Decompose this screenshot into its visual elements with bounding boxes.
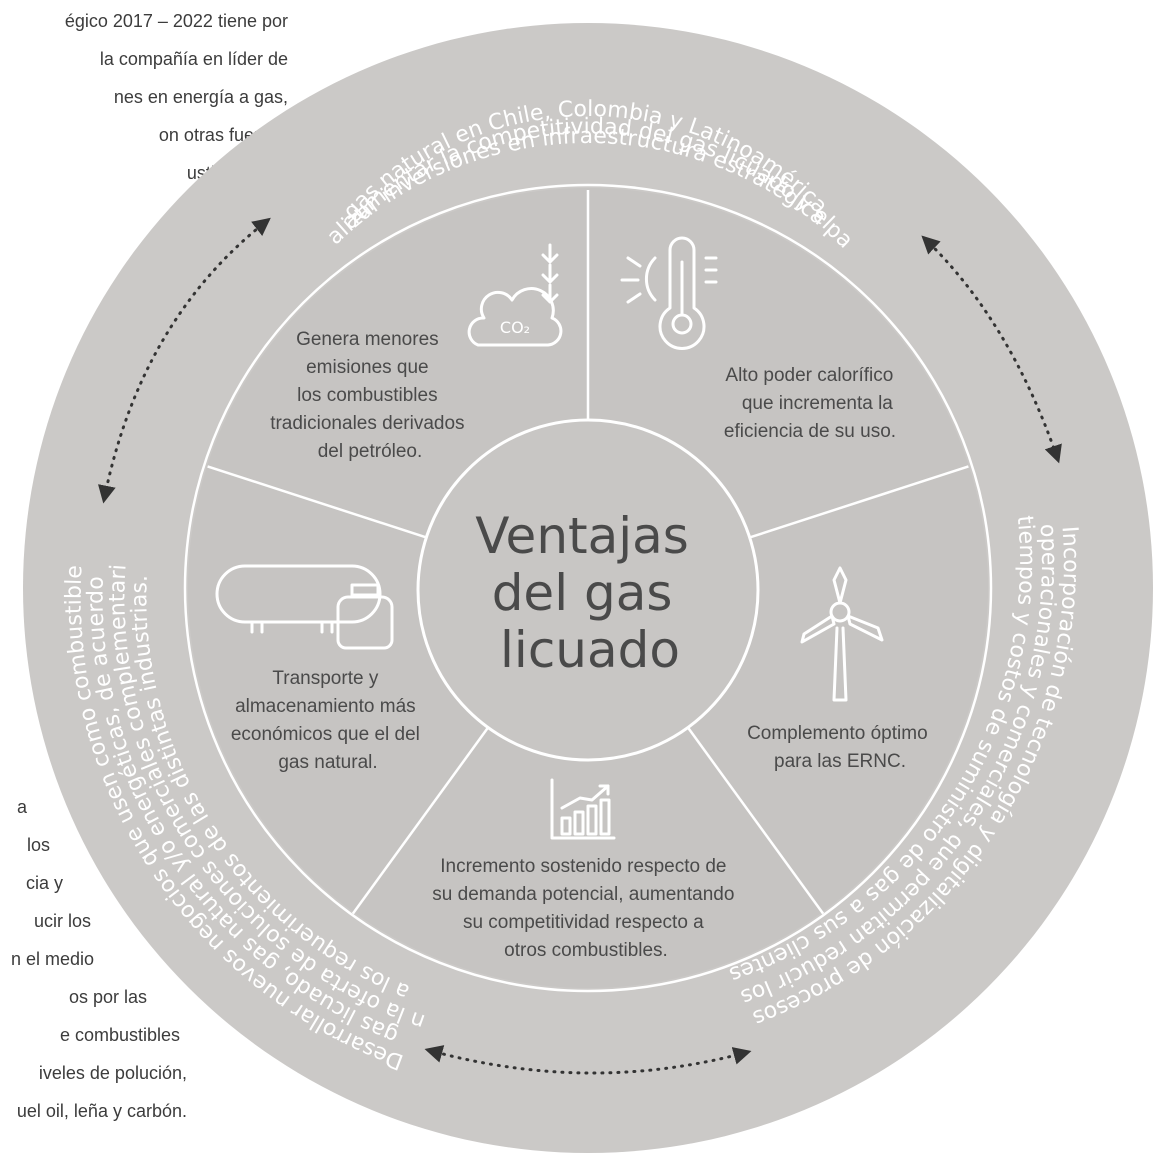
wind-turbine-icon <box>800 566 884 702</box>
background-text-line: nes en energía a gas, <box>113 87 288 107</box>
segment-demand-line: Incremento sostenido respecto de <box>440 856 726 877</box>
background-text-line: n el medio <box>10 949 94 969</box>
segment-demand-text: Incremento sostenido respecto de su dema… <box>432 856 739 961</box>
segment-transport-text: Transporte y almacenamiento más económic… <box>231 668 425 773</box>
center-circle <box>416 418 760 762</box>
center-title-line-2: del gas <box>492 564 673 622</box>
segment-divider-line <box>749 465 969 539</box>
segment-emissions-line: emisiones que <box>306 357 429 378</box>
center-title-line-1: Ventajas <box>475 507 689 565</box>
background-text-line: égico 2017 – 2022 tiene por <box>64 11 288 31</box>
segment-demand-line: su demanda potencial, aumentando <box>432 884 734 905</box>
segment-transport: Transporte y almacenamiento más económic… <box>215 564 425 773</box>
segment-emissions-line: Genera menores <box>296 329 439 350</box>
segment-demand-line: su competitividad respecto a <box>463 912 704 933</box>
segment-wind-line: para las ERNC. <box>774 751 906 772</box>
segment-heat-line: eficiencia de su uso. <box>724 421 896 442</box>
center-title: Ventajas del gas licuado <box>475 507 705 679</box>
segment-wind-line: Complemento óptimo <box>747 723 928 744</box>
segment-heat-line: Alto poder calorífico <box>725 365 893 386</box>
segment-divider-line <box>686 726 825 915</box>
background-text-line: cia y <box>25 873 63 893</box>
background-text-line: a <box>16 797 27 817</box>
segment-heat: Alto poder calorífico que incrementa la … <box>620 236 899 442</box>
segment-divider-line <box>351 726 490 915</box>
background-text-line: uel oil, leña y carbón. <box>16 1101 187 1121</box>
background-text-line: ucir los <box>33 911 91 931</box>
segment-transport-line: almacenamiento más <box>235 696 416 717</box>
segment-demand-line: otros combustibles. <box>504 940 668 961</box>
segment-emissions-line: los combustibles <box>297 385 437 406</box>
dotted-arrow-right <box>921 235 1062 464</box>
segment-demand: Incremento sostenido respecto de su dema… <box>432 778 739 961</box>
segment-emissions-line: del petróleo. <box>318 441 423 462</box>
background-text-line: la compañía en líder de <box>99 49 288 69</box>
segment-heat-line: que incrementa la <box>742 393 893 414</box>
co2-cloud-icon: CO₂ <box>467 243 563 347</box>
segment-emissions-text: Genera menores emisiones que los combust… <box>270 329 470 462</box>
center-title-line-3: licuado <box>500 621 680 679</box>
segment-emissions: Genera menores emisiones que los combust… <box>270 243 563 462</box>
dotted-arrow-bottom <box>424 1045 752 1075</box>
background-text-line: os por las <box>68 987 147 1007</box>
thermometer-icon <box>620 236 718 350</box>
bar-chart-growth-icon <box>550 778 616 840</box>
outer-ring-inner-border <box>183 183 993 993</box>
svg-text:CO₂: CO₂ <box>500 318 530 337</box>
background-text-line: iveles de polución, <box>38 1063 187 1083</box>
segment-emissions-line: tradicionales derivados <box>270 413 464 434</box>
dotted-arrow-left <box>98 217 271 504</box>
background-text-line: e combustibles <box>59 1025 180 1045</box>
segment-wind-text: Complemento óptimo para las ERNC. <box>747 723 933 772</box>
segment-transport-line: gas natural. <box>278 752 377 773</box>
gas-tank-cylinder-icon <box>215 564 394 650</box>
segment-transport-line: económicos que el del <box>231 724 420 745</box>
segment-wind: Complemento óptimo para las ERNC. <box>747 566 933 772</box>
segment-transport-line: Transporte y <box>272 668 378 689</box>
segment-heat-text: Alto poder calorífico que incrementa la … <box>724 365 899 442</box>
background-text-line: los <box>26 835 50 855</box>
